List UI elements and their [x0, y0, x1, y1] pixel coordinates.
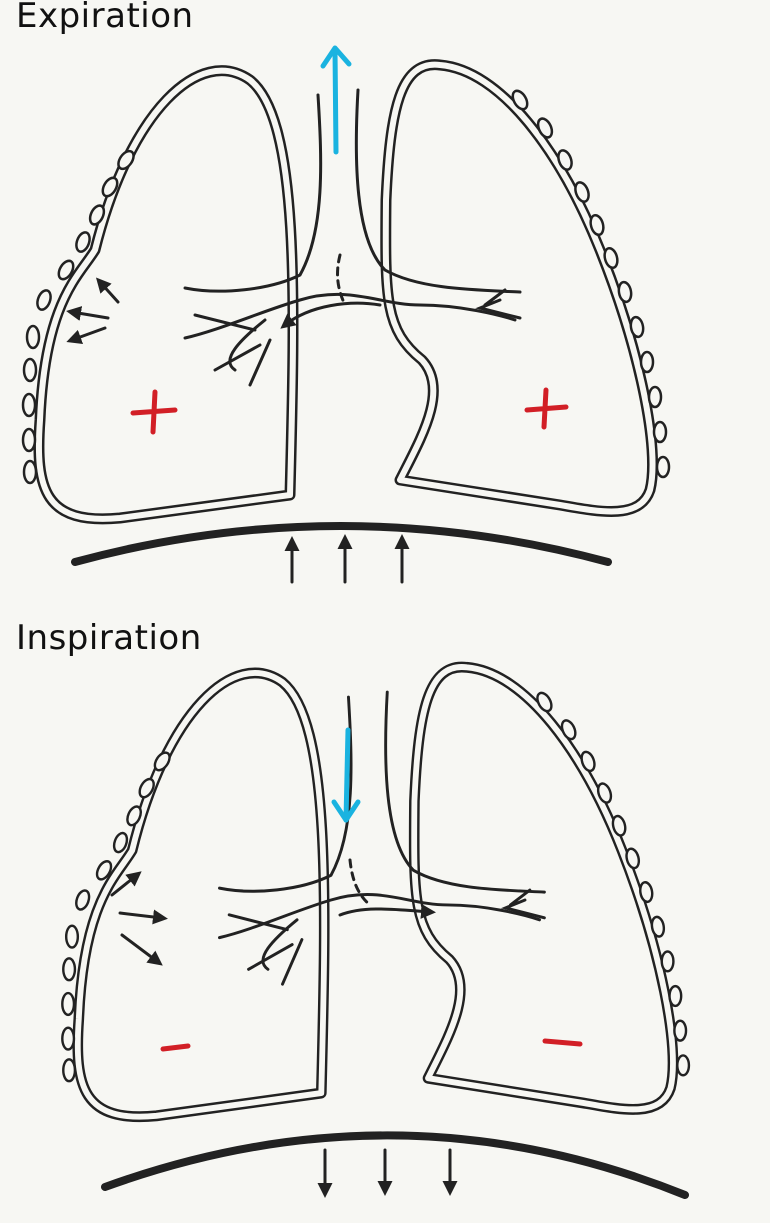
expiration-panel [23, 45, 669, 584]
airway-path [348, 858, 372, 907]
air-flow-arrow [338, 903, 436, 919]
diaphragm-down-arrows [317, 1148, 458, 1198]
lungs [23, 65, 669, 519]
airflow-out-arrow [320, 45, 352, 155]
negative-pressure-right [542, 1038, 583, 1047]
air-flow-arrow [280, 301, 382, 329]
negative-pressure-left [160, 1043, 191, 1052]
inspiration-panel [62, 667, 689, 1199]
chest-wall-outward-arrows [110, 871, 168, 966]
positive-pressure-left [130, 389, 178, 435]
diaphragm-up-arrows [284, 534, 410, 584]
inspiration-title: Inspiration [16, 618, 202, 658]
airway-path [336, 253, 347, 307]
airflow-in-arrow [331, 727, 361, 823]
diaphragm [71, 522, 612, 566]
lungs [62, 667, 689, 1117]
diaphragm [101, 1131, 689, 1199]
expiration-title: Expiration [16, 0, 194, 36]
positive-pressure-right [524, 387, 569, 430]
chest-wall-inward-arrows [66, 277, 120, 344]
